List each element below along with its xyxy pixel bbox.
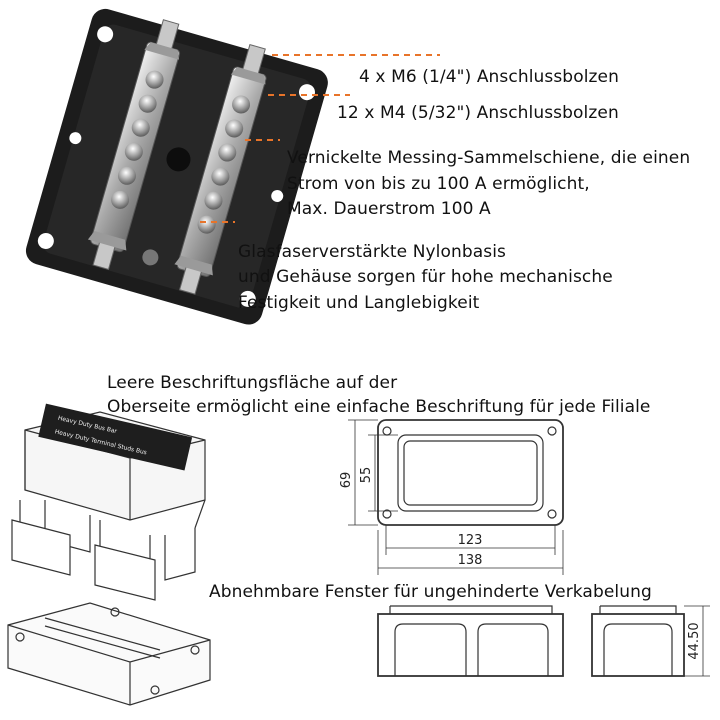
- assembly-drawing: [7, 602, 211, 706]
- callout-windows: Abnehmbare Fenster für ungehinderte Verk…: [209, 582, 652, 602]
- callout-busbar-line1: Vernickelte Messing-Sammelschiene, die e…: [287, 148, 691, 168]
- callout-label-line2: Oberseite ermöglicht eine einfache Besch…: [107, 397, 651, 417]
- dim-depth: 44.50: [687, 622, 702, 659]
- dim-width-outer: 138: [458, 553, 483, 568]
- callout-base-line2: und Gehäuse sorgen für hohe mechanische: [238, 267, 613, 287]
- front-view-drawing: [377, 605, 564, 677]
- callout-busbar-line2: Strom von bis zu 100 A ermöglicht,: [287, 174, 590, 194]
- callout-m6-bolts: 4 x M6 (1/4") Anschlussbolzen: [359, 67, 619, 87]
- dim-height-outer: 69: [339, 472, 354, 489]
- top-view-drawing: [348, 419, 564, 575]
- dim-width-inner: 123: [458, 533, 483, 548]
- side-view-drawing: [591, 605, 710, 677]
- callout-base-line3: Festigkeit und Langlebigkeit: [238, 293, 480, 313]
- callout-busbar-line3: Max. Dauerstrom 100 A: [287, 199, 491, 219]
- removable-windows-drawing: [11, 519, 156, 601]
- product-photo: [0, 0, 360, 330]
- callout-label-line1: Leere Beschriftungsfläche auf der: [107, 373, 398, 393]
- dim-height-inner: 55: [359, 467, 374, 484]
- callout-base-line1: Glasfaserverstärkte Nylonbasis: [238, 242, 507, 262]
- callout-m4-bolts: 12 x M4 (5/32") Anschlussbolzen: [337, 103, 619, 123]
